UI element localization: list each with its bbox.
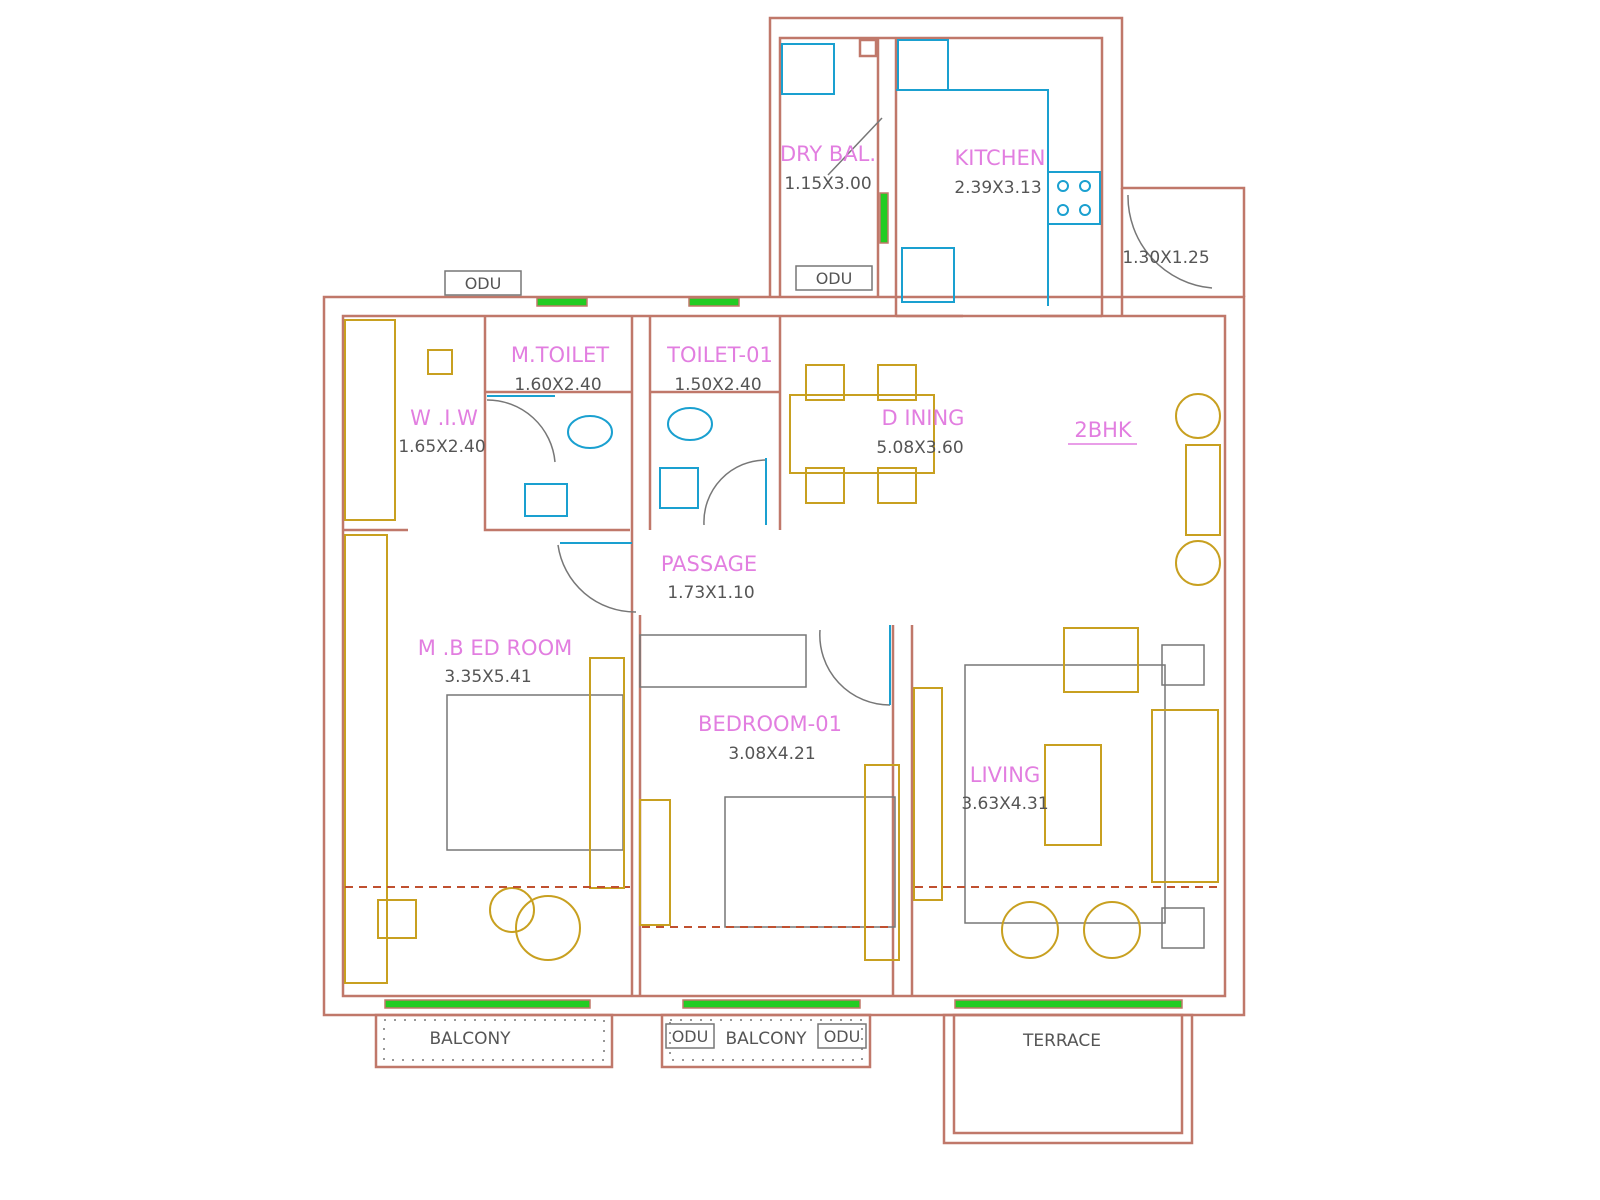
furniture: [344, 319, 1222, 984]
toilet-fixtures: [524, 407, 713, 517]
master-bedroom-label: M .B ED ROOM: [418, 636, 572, 660]
toilet-01-size: 1.50X2.40: [674, 375, 761, 395]
odu-label: ODU: [816, 269, 853, 288]
dining-size: 5.08X3.60: [876, 438, 963, 458]
toilet-01-label: TOILET-01: [666, 343, 773, 367]
balconies: [374, 1013, 1194, 1145]
dining-label: D INING: [882, 406, 965, 430]
bedroom-01-size: 3.08X4.21: [728, 744, 815, 764]
kitchen-label: KITCHEN: [955, 146, 1046, 170]
windows: [384, 192, 1183, 1009]
balcony-label: BALCONY: [725, 1029, 807, 1049]
wiw-label: W .I.W: [410, 406, 478, 430]
living-size: 3.63X4.31: [961, 794, 1048, 814]
doors: [486, 117, 1213, 706]
odu-label: ODU: [824, 1027, 861, 1046]
bedroom-01-label: BEDROOM-01: [698, 712, 842, 736]
passage-size: 1.73X1.10: [667, 583, 754, 603]
kitchen-size: 2.39X3.13: [954, 178, 1041, 198]
balcony-label: BALCONY: [429, 1029, 511, 1049]
utility-size: 1.30X1.25: [1122, 248, 1209, 268]
terrace-label: TERRACE: [1022, 1031, 1101, 1051]
living-label: LIVING: [970, 763, 1040, 787]
dry-bal-label: DRY BAL.: [780, 142, 876, 166]
master-bedroom-size: 3.35X5.41: [444, 667, 531, 687]
passage-label: PASSAGE: [661, 552, 757, 576]
walls: [322, 16, 1246, 1017]
plan-title: 2BHK: [1074, 418, 1133, 442]
wiw-size: 1.65X2.40: [398, 437, 485, 457]
dry-bal-size: 1.15X3.00: [784, 174, 871, 194]
m-toilet-label: M.TOILET: [511, 343, 609, 367]
kitchen-fixtures: [781, 38, 1101, 306]
odu-label: ODU: [672, 1027, 709, 1046]
m-toilet-size: 1.60X2.40: [514, 375, 601, 395]
odu-label: ODU: [465, 274, 502, 293]
